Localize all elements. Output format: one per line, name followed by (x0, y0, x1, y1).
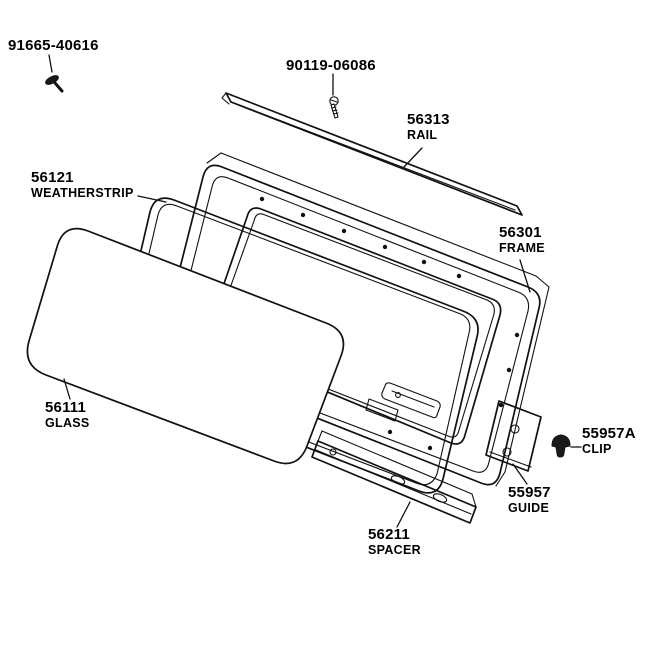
spacer-hole (390, 475, 406, 485)
guide-inner-line (489, 451, 532, 468)
part-name: FRAME (499, 241, 545, 255)
guide-outline (485, 400, 542, 472)
part-label-56211-spacer: 56211 SPACER (368, 526, 421, 558)
frame-rivet (300, 212, 306, 218)
frame-back-br (495, 471, 506, 487)
clip-shape (551, 434, 571, 458)
part-name: SPACER (368, 543, 421, 557)
rail-end-detail (221, 92, 230, 105)
part-number: 55957 (508, 484, 551, 501)
bolt-thread (330, 106, 337, 109)
frame-back-tl (206, 152, 222, 164)
spacer-hole-small (329, 448, 337, 456)
leader-glass (63, 378, 71, 400)
bolt-thread (332, 112, 339, 115)
guide-hole (502, 447, 512, 457)
part-number: 55957A (582, 425, 636, 442)
part-number: 56121 (31, 169, 74, 186)
leader-weatherstrip (137, 195, 167, 203)
frame-latch-detail-2 (365, 398, 399, 422)
frame-latch-line (391, 390, 435, 408)
part-guide-drawing (485, 400, 542, 472)
weatherstrip-inner (123, 203, 471, 486)
part-name: GUIDE (508, 501, 550, 515)
part-label-55957a-clip: 55957A CLIP (582, 425, 636, 457)
frame-rivet (259, 196, 265, 202)
part-label-90119-06086: 90119-06086 (286, 58, 376, 74)
frame-outer-outline (160, 164, 541, 486)
bolt-thread (331, 109, 338, 112)
rail-inner-line (233, 102, 516, 211)
frame-back-top (220, 152, 537, 277)
frame-rivet (427, 445, 433, 451)
part-name: GLASS (45, 416, 90, 430)
leader-spacer (396, 501, 411, 528)
part-label-56301-frame: 56301 FRAME (499, 224, 545, 256)
screw-shaft (53, 81, 64, 93)
part-number: 56313 (407, 111, 450, 128)
leader-lines (48, 54, 582, 528)
part-label-56121-weatherstrip: 56121 WEATHERSTRIP (31, 169, 134, 201)
part-number: 90119-06086 (286, 57, 376, 74)
frame-rivet (506, 367, 512, 373)
part-label-56111-glass: 56111 GLASS (45, 399, 90, 431)
part-glass-drawing (26, 227, 345, 465)
part-rail-drawing (221, 92, 523, 216)
glass-outline (26, 227, 345, 465)
frame-rivet (382, 244, 388, 250)
part-spacer-drawing (311, 430, 477, 524)
guide-hole (510, 424, 520, 434)
screw-head (45, 75, 59, 85)
frame-rim-inner (171, 176, 530, 473)
bolt-icon (329, 96, 339, 119)
part-name: RAIL (407, 128, 438, 142)
frame-rivet (341, 228, 347, 234)
part-number: 56111 (45, 399, 87, 416)
frame-rivet (387, 429, 393, 435)
part-label-56313-rail: 56313 RAIL (407, 111, 450, 143)
frame-latch-detail (381, 382, 441, 419)
part-name: WEATHERSTRIP (31, 186, 134, 200)
leader-frame (519, 259, 531, 293)
part-clip-drawing (551, 434, 571, 458)
spacer-upper-flange (321, 430, 473, 495)
part-number: 91665-40616 (8, 37, 99, 54)
part-label-55957-guide: 55957 GUIDE (508, 484, 551, 516)
frame-opening-inner (213, 213, 495, 438)
leader-guide (512, 463, 528, 485)
leader-91665 (48, 54, 53, 73)
part-label-91665-40616: 91665-40616 (8, 38, 99, 54)
rail-outline (225, 92, 523, 216)
weatherstrip-outer (115, 197, 479, 494)
leader-rail (403, 147, 423, 168)
spacer-outline (311, 440, 477, 524)
frame-rivet (498, 402, 504, 408)
part-name: CLIP (582, 442, 612, 456)
spacer-flange-join-right (471, 493, 477, 508)
screw-icon (45, 75, 64, 93)
part-weatherstrip-drawing (115, 197, 479, 494)
frame-rivet (514, 332, 520, 338)
frame-rivet (421, 259, 427, 265)
part-number: 56301 (499, 224, 542, 241)
bolt-slot (330, 99, 338, 103)
frame-rivet (456, 273, 462, 279)
frame-back-right (504, 286, 550, 473)
spacer-flange-join-left (317, 430, 323, 442)
frame-latch-hole (395, 392, 401, 398)
frame-back-tr (535, 275, 550, 288)
part-number: 56211 (368, 526, 410, 543)
part-frame-back (206, 152, 550, 487)
spacer-hole (432, 493, 448, 503)
